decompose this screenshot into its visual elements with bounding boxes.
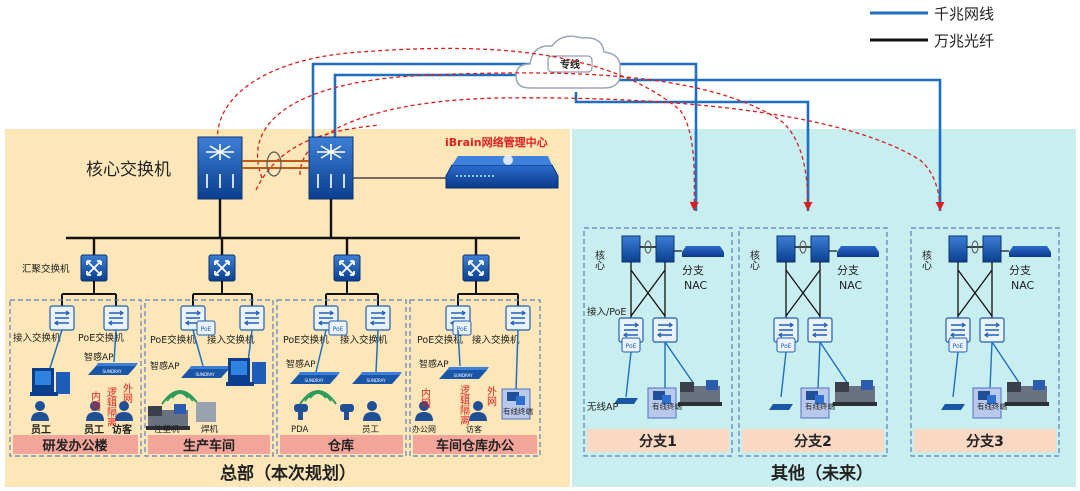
- s4-item-3: 有线终端: [503, 406, 533, 416]
- s1-person-2: 员工: [84, 424, 104, 436]
- b3-title: 分支3: [966, 433, 1004, 450]
- s2-ap-label: 智感AP: [150, 360, 180, 372]
- branch-footer: 其他（未来）: [771, 463, 873, 484]
- b3-wired-label: 有线终端: [977, 401, 1007, 411]
- s2-switch-label-1: PoE交换机: [150, 334, 196, 346]
- b1-title: 分支1: [639, 433, 677, 450]
- s4-red-1: 内网: [419, 387, 431, 409]
- section-production: PoE交换机 接入交换机 智感AP 注塑机 焊机 生产车间: [146, 305, 270, 454]
- section-workshop-office: PoE交换机 接入交换机 智感AP 内网 逻辑隔离 外网 办公网 访客 有线终端…: [412, 305, 537, 454]
- s1-ap-label: 智感AP: [84, 351, 114, 363]
- ibrain-management-center: iBrain网络管理中心: [445, 135, 559, 189]
- s4-red-3: 外网: [485, 386, 497, 407]
- agg-downlinks: [61, 281, 519, 306]
- s1-person-1: 员工: [31, 424, 51, 436]
- s2-switch-label-2: 接入交换机: [207, 334, 255, 346]
- s4-red-2: 逻辑隔离: [458, 385, 470, 426]
- s1-title: 研发办公楼: [42, 438, 107, 454]
- private-line-cloud: 专线: [515, 35, 621, 89]
- agg-label: 汇聚交换机: [22, 263, 70, 275]
- section-rd-office: 接入交换机 PoE交换机 智感AP 内网 逻辑隔离 外网 员工 员工 访客 研发…: [13, 305, 138, 454]
- b1-core-label: 核心: [593, 249, 605, 270]
- aggregation-switches: 汇聚交换机: [22, 254, 490, 282]
- s4-switch-label-2: 接入交换机: [472, 334, 520, 346]
- s1-person-3: 访客: [112, 423, 133, 436]
- b2-nac-2: NAC: [839, 279, 863, 292]
- s4-item-2: 访客: [466, 424, 482, 434]
- b3-core-label: 核心: [920, 249, 932, 270]
- b2-wired-label: 有线终端: [805, 401, 835, 411]
- s4-switch-label-1: PoE交换机: [417, 334, 463, 346]
- b1-nac-1: 分支: [682, 264, 704, 277]
- core-switch-label: 核心交换机: [86, 160, 171, 180]
- legend-tengig-label: 万兆光纤: [934, 32, 994, 50]
- hq-section-frames: [9, 299, 541, 457]
- hq-region-background: [5, 129, 570, 487]
- b1-ap-label: 无线AP: [587, 401, 618, 413]
- s1-red-1: 内网: [89, 390, 101, 412]
- core-switches: 核心交换机: [86, 136, 448, 200]
- b1-nac-2: NAC: [684, 279, 708, 292]
- b2-nac-1: 分支: [837, 264, 859, 277]
- s4-title: 车间仓库办公: [436, 438, 514, 454]
- s3-switch-label-1: PoE交换机: [283, 334, 329, 346]
- s2-item-2: 焊机: [201, 424, 219, 435]
- section-warehouse: PoE交换机 接入交换机 智感AP PDA 员工 仓库: [280, 305, 403, 454]
- s4-ap-label: 智感AP: [419, 358, 449, 370]
- s3-ap-label: 智感AP: [286, 358, 316, 370]
- s4-item-1: 办公网: [412, 424, 436, 434]
- legend: 千兆网线 万兆光纤: [870, 5, 994, 50]
- b2-title: 分支2: [794, 433, 832, 450]
- s3-switch-label-2: 接入交换机: [340, 334, 388, 346]
- wan-links: [311, 62, 942, 211]
- s3-title: 仓库: [327, 438, 354, 454]
- hq-footer: 总部（本次规划）: [220, 463, 356, 484]
- legend-gigabit-label: 千兆网线: [934, 5, 994, 23]
- b2-core-label: 核心: [748, 249, 760, 270]
- b1-access-label: 接入/PoE: [587, 306, 626, 318]
- s1-switch-label-2: PoE交换机: [78, 332, 124, 344]
- s2-item-1: 注塑机: [154, 424, 180, 435]
- b1-wired-label: 有线终端: [652, 401, 682, 411]
- management-paths: [216, 47, 945, 211]
- b3-nac-2: NAC: [1011, 279, 1035, 292]
- s1-red-3: 外网: [121, 383, 133, 404]
- s1-switch-label-1: 接入交换机: [13, 332, 61, 344]
- branch-1: 核心 分支 NAC 接入/PoE 无线AP 有线终端 分支1: [583, 227, 733, 457]
- s3-item-2: 员工: [362, 425, 380, 435]
- b3-nac-1: 分支: [1009, 264, 1031, 277]
- core-uplinks: [66, 199, 520, 256]
- mgmt-label: iBrain网络管理中心: [445, 135, 548, 149]
- s3-item-1: PDA: [291, 425, 309, 435]
- branch-3: 核心 分支 NAC 有线终端 分支3: [910, 227, 1060, 457]
- s1-red-2: 逻辑隔离: [105, 387, 117, 428]
- branch-2: 核心 分支 NAC 有线终端 分支2: [738, 227, 888, 457]
- s2-title: 生产车间: [183, 438, 235, 454]
